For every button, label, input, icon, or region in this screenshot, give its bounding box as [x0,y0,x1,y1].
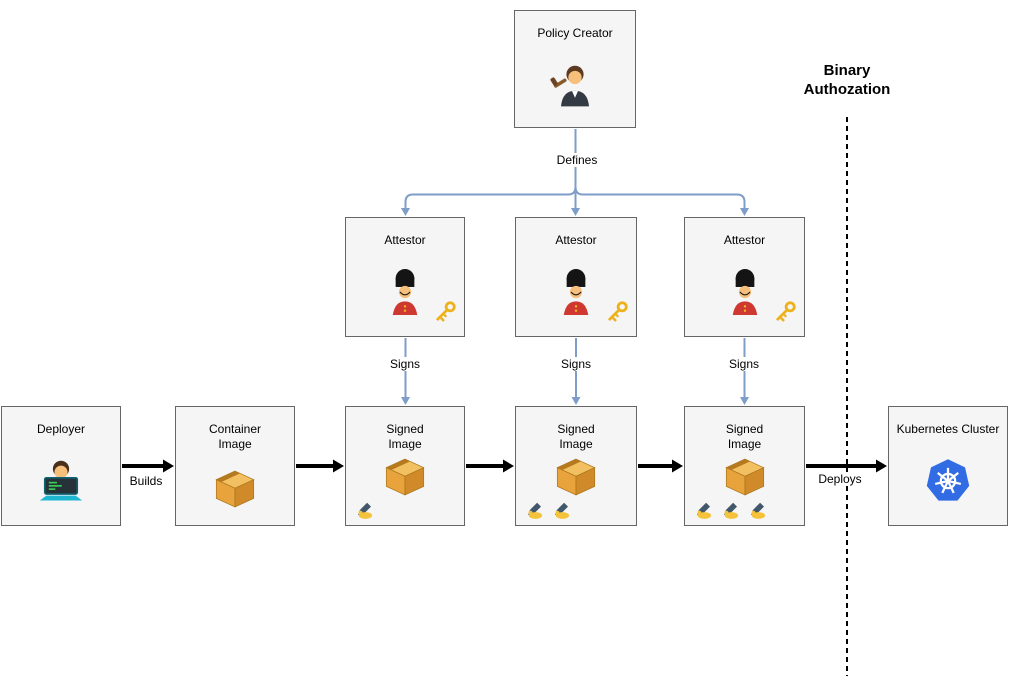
signature-row [685,502,769,525]
kubernetes-cluster-node: Kubernetes Cluster [888,406,1008,526]
signed-image-label: Signed Image [725,422,764,451]
signature-icon [356,502,376,519]
signs-label-2: Signs [557,357,595,371]
signed-image-node-1: Signed Image [345,406,465,526]
signed-image-label: Signed Image [386,422,424,451]
signature-icon [526,502,546,519]
technologist-icon [2,437,120,525]
package-icon [685,452,804,502]
defines-label: Defines [553,153,601,167]
attestor-label: Attestor [384,233,426,247]
deploys-label: Deploys [815,472,865,486]
kubernetes-icon [889,437,1007,525]
attestor-label: Attestor [555,233,597,247]
attestor-node-2: Attestor [515,217,637,337]
signs-label-1: Signs [386,357,424,371]
policy-creator-label: Policy Creator [537,26,613,40]
binary-authorization-title: Binary Authozation [793,62,901,100]
key-icon [769,298,799,328]
attestor-node-1: Attestor [345,217,465,337]
package-icon [176,452,294,525]
signed-image-node-2: Signed Image [515,406,637,526]
container-image-node: Container Image [175,406,295,526]
signature-icon [553,502,573,519]
signature-icon [749,502,769,519]
attestor-node-3: Attestor [684,217,805,337]
kubernetes-cluster-label: Kubernetes Cluster [896,422,1000,436]
title-line2: Authozation [803,80,891,98]
blue-arrowheads [401,208,749,405]
signature-icon [722,502,742,519]
signs-label-3: Signs [725,357,763,371]
signature-row [346,502,376,525]
key-icon [429,298,459,328]
deployer-label: Deployer [36,422,86,436]
signed-image-label: Signed Image [557,422,595,451]
black-arrowheads [163,459,887,473]
judge-icon [515,41,635,127]
package-icon [516,452,636,502]
attestor-label: Attestor [723,233,766,247]
package-icon [346,452,464,502]
policy-creator-node: Policy Creator [514,10,636,128]
signed-image-node-3: Signed Image [684,406,805,526]
title-line1: Binary [823,62,871,79]
signature-row [516,502,573,525]
builds-label: Builds [126,474,166,488]
key-icon [601,298,631,328]
container-image-label: Container Image [208,422,262,451]
signature-icon [695,502,715,519]
deployer-node: Deployer [1,406,121,526]
